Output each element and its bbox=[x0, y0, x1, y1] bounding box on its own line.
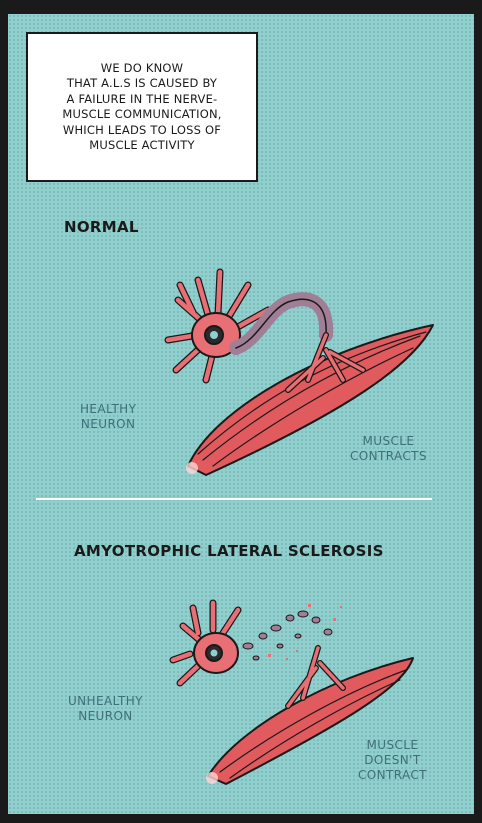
unhealthy-neuron-label: Unhealthy neuron bbox=[68, 694, 143, 724]
normal-heading: Normal bbox=[64, 218, 139, 236]
als-heading: Amyotrophic Lateral Sclerosis bbox=[74, 542, 384, 560]
muscle-doesnt-contract-label: Muscle doesn't contract bbox=[358, 738, 427, 783]
muscle-contracts-label: Muscle contracts bbox=[350, 434, 427, 464]
caption-text: We do know that A.L.S is caused by a fai… bbox=[62, 61, 221, 154]
caption-box: We do know that A.L.S is caused by a fai… bbox=[26, 32, 258, 182]
section-divider bbox=[36, 498, 432, 500]
comic-panel: We do know that A.L.S is caused by a fai… bbox=[8, 14, 474, 814]
healthy-neuron-label: Healthy neuron bbox=[80, 402, 136, 432]
